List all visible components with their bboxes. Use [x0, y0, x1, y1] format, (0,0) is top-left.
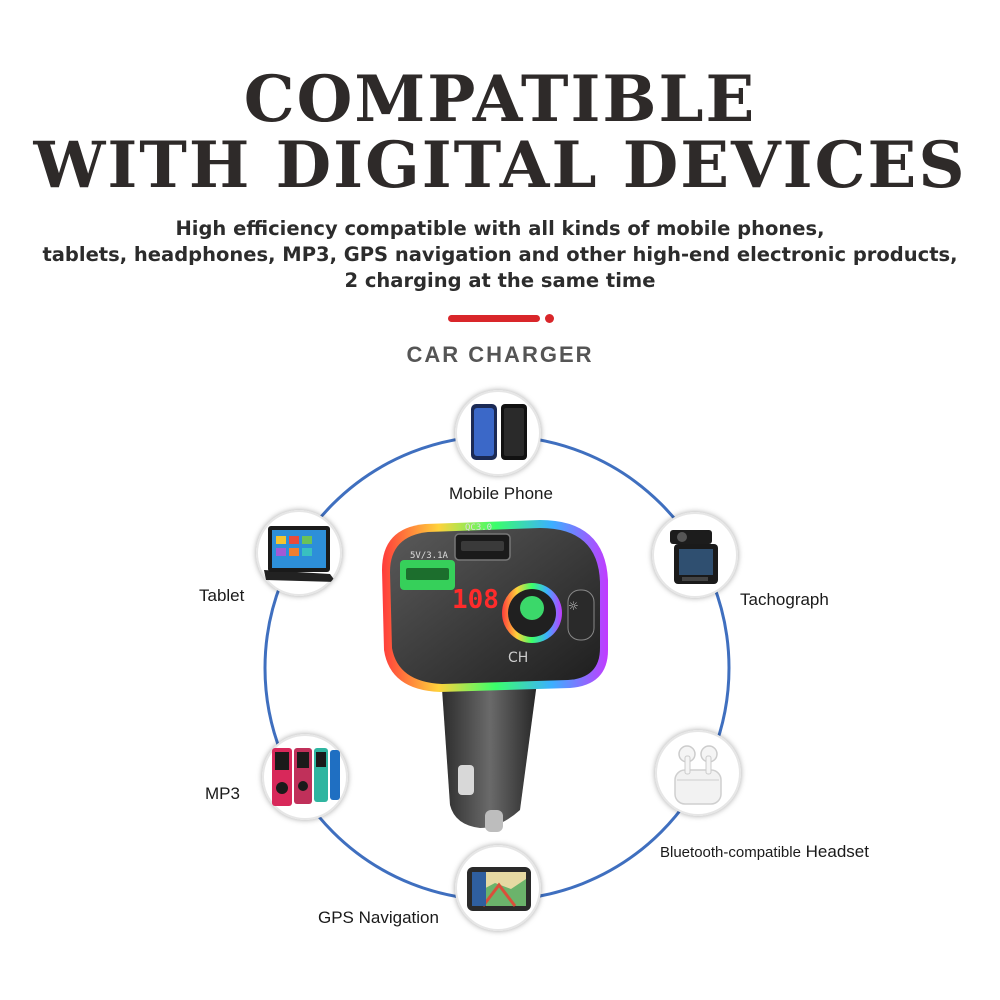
tablet-icon [264, 526, 336, 582]
label-gps-navigation: GPS Navigation [318, 908, 439, 927]
gps-bubble [455, 845, 541, 931]
description-line-2: tablets, headphones, MP3, GPS navigation… [42, 243, 958, 266]
mp3-bubble [262, 734, 348, 820]
label-mobile-phone: Mobile Phone [449, 484, 553, 503]
label-headset: Bluetooth-compatible Headset [660, 842, 869, 862]
tablet-bubble [256, 510, 342, 596]
mobile-phone-icon [471, 404, 527, 460]
description-line-3: 2 charging at the same time [344, 269, 656, 292]
mobile-phone-bubble [455, 390, 541, 476]
label-tachograph: Tachograph [740, 590, 829, 609]
headset-bubble [655, 730, 741, 816]
label-headset-prefix: Bluetooth-compatible [660, 844, 801, 861]
gps-navigator-icon [467, 867, 531, 911]
headline-line-1: COMPATIBLE [243, 62, 757, 137]
label-headset-suffix: Headset [805, 842, 869, 861]
ch-label: CH [508, 650, 528, 666]
tachograph-bubble [652, 512, 738, 598]
mp3-player-icon [272, 748, 340, 806]
headline-line-2: WITH DIGITAL DEVICES [33, 128, 967, 203]
earbuds-icon [674, 745, 722, 805]
port-label-1: 5V/3.1A [410, 551, 449, 561]
description-line-1: High efficiency compatible with all kind… [175, 217, 825, 240]
tachograph-icon [670, 530, 718, 584]
accent-divider-bar [448, 315, 540, 322]
section-label: CAR CHARGER [406, 342, 594, 367]
label-tablet: Tablet [199, 586, 245, 605]
car-charger-image: 5V/3.1A QC3.0 108.0 ☼ CH [382, 520, 608, 832]
accent-divider-dot [545, 314, 554, 323]
port-label-2: QC3.0 [465, 523, 492, 533]
svg-text:☼: ☼ [568, 599, 579, 613]
label-mp3: MP3 [205, 784, 240, 803]
